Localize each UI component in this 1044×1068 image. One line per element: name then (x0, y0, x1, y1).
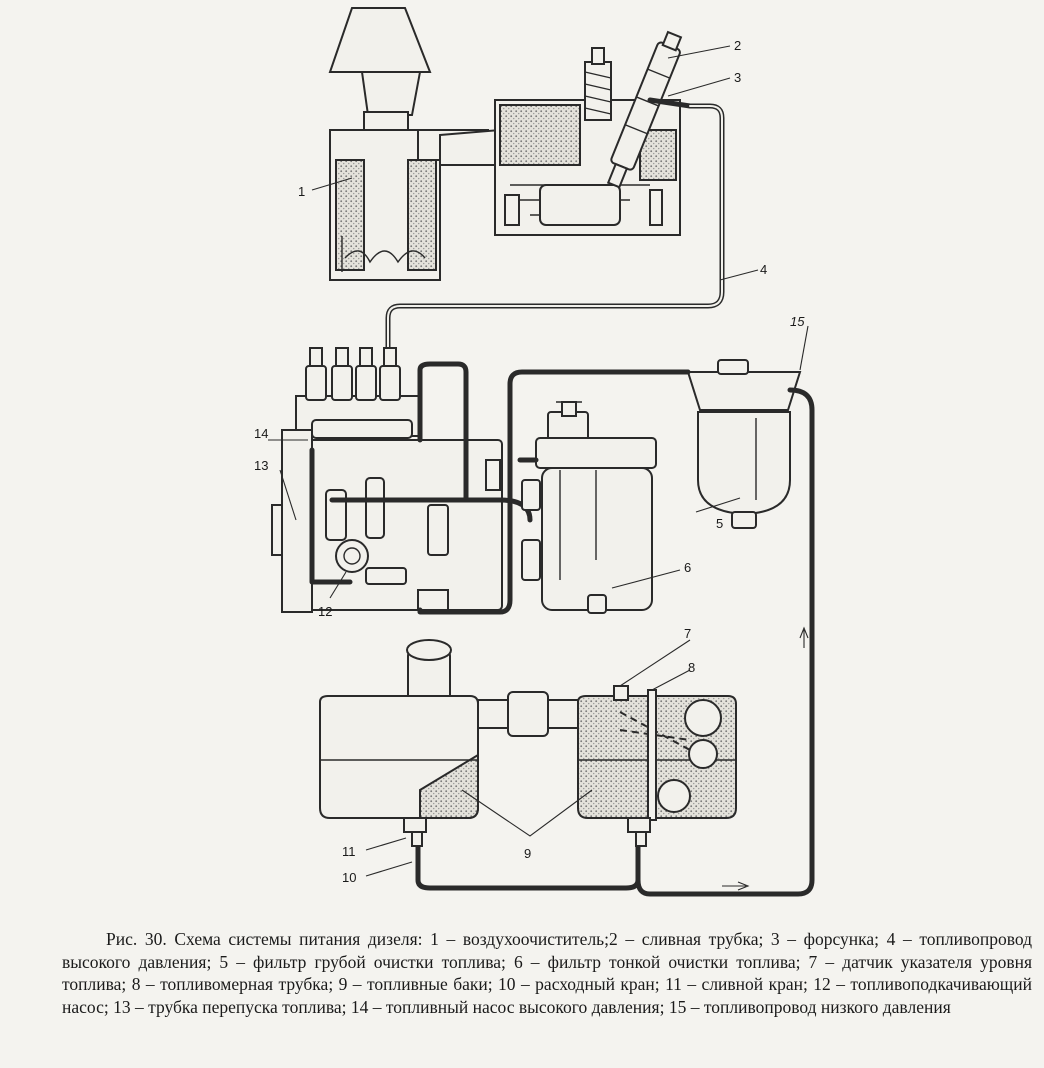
figure-caption: Рис. 30. Схема системы питания дизеля: 1… (62, 928, 1032, 1018)
fuel-system-diagram: 1 2 3 4 15 5 6 7 8 9 11 10 12 13 14 (254, 7, 815, 897)
label-9: 9 (524, 846, 531, 861)
label-7: 7 (684, 626, 691, 641)
coarse-filter (686, 359, 802, 529)
label-10: 10 (342, 870, 356, 885)
label-12: 12 (318, 604, 332, 619)
label-8: 8 (688, 660, 695, 675)
injection-pump (271, 347, 533, 613)
engine-head (439, 47, 681, 236)
label-1: 1 (298, 184, 305, 199)
label-5: 5 (716, 516, 723, 531)
label-14: 14 (254, 426, 268, 441)
fuel-tanks (319, 639, 737, 847)
label-11: 11 (342, 844, 356, 859)
caption-text: Рис. 30. Схема системы питания дизеля: 1… (62, 929, 1032, 1017)
label-13: 13 (254, 458, 268, 473)
label-15: 15 (790, 314, 805, 329)
low-pressure-line (415, 369, 815, 897)
label-3: 3 (734, 70, 741, 85)
injector (606, 30, 693, 189)
high-pressure-line (385, 103, 725, 363)
flow-arrows (722, 626, 809, 891)
fine-filter (521, 401, 657, 614)
leader-lines (268, 45, 809, 877)
label-2: 2 (734, 38, 741, 53)
label-6: 6 (684, 560, 691, 575)
label-4: 4 (760, 262, 767, 277)
part-numbers: 1 2 3 4 15 5 6 7 8 9 11 10 12 13 14 (254, 38, 805, 885)
